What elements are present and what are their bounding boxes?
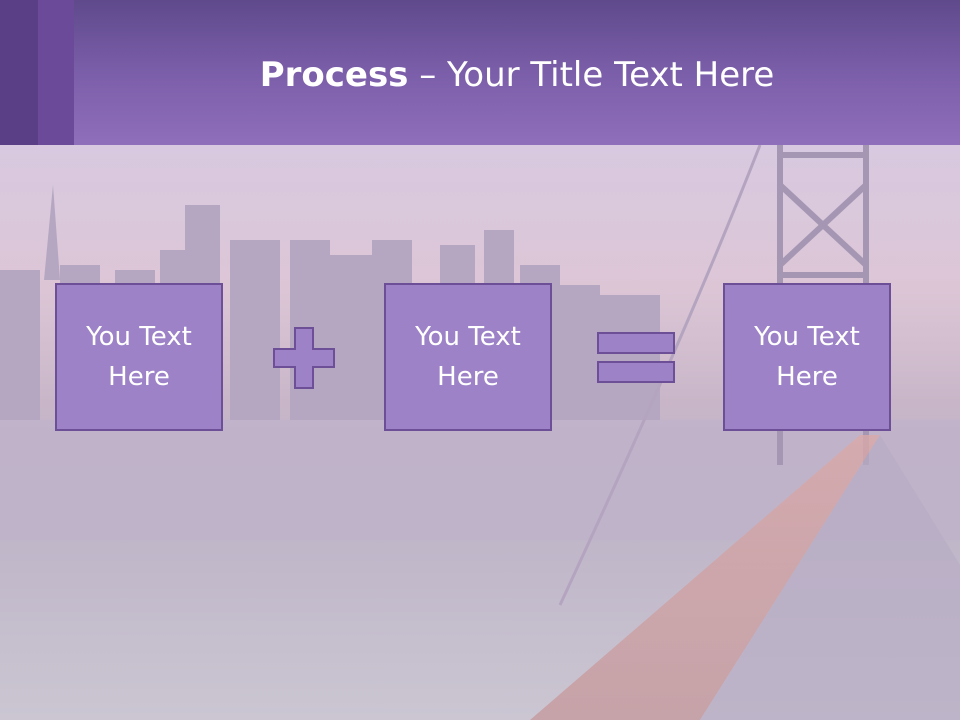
title-bar: Process – Your Title Text Here bbox=[0, 0, 960, 145]
box-line-2: Here bbox=[776, 362, 838, 392]
plus-icon bbox=[273, 327, 335, 389]
box-line-2: Here bbox=[108, 362, 170, 392]
box-line-1: You Text bbox=[86, 322, 192, 352]
title-rest: – Your Title Text Here bbox=[408, 55, 775, 95]
slide-title: Process – Your Title Text Here bbox=[74, 52, 960, 98]
header-accent-strip bbox=[38, 0, 74, 145]
box-line-1: You Text bbox=[754, 322, 860, 352]
title-bold: Process bbox=[259, 55, 409, 95]
city-bridge-background bbox=[0, 145, 960, 720]
box-line-1: You Text bbox=[415, 322, 521, 352]
process-box-text: You Text Here bbox=[86, 317, 192, 397]
equals-icon bbox=[597, 332, 675, 383]
header-accent-strip bbox=[0, 0, 38, 145]
process-box-text: You Text Here bbox=[415, 317, 521, 397]
process-box-text: You Text Here bbox=[754, 317, 860, 397]
box-line-2: Here bbox=[437, 362, 499, 392]
process-box-2[interactable]: You Text Here bbox=[384, 283, 552, 431]
process-box-1[interactable]: You Text Here bbox=[55, 283, 223, 431]
process-box-3[interactable]: You Text Here bbox=[723, 283, 891, 431]
